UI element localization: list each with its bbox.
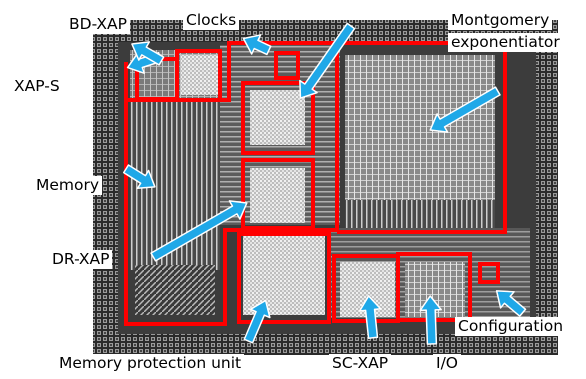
dr-xap-logic-blob	[250, 168, 305, 223]
mpu-logic-area	[243, 235, 325, 315]
memory-lower-area	[135, 265, 215, 315]
label-xap-s: XAP-S	[11, 77, 63, 96]
label-montgomery-line1: Montgomery	[448, 11, 552, 30]
dsp-logic-blob	[250, 90, 305, 145]
bd-xap-logic-blob	[181, 55, 218, 95]
montgomery-lower-strip	[345, 200, 495, 228]
label-io: I/O	[433, 354, 461, 373]
label-sc-xap: SC-XAP	[329, 354, 391, 373]
label-memory: Memory	[33, 176, 102, 195]
label-dr-xap: DR-XAP	[49, 250, 112, 269]
label-configuration: Configuration	[455, 317, 566, 336]
label-clocks: Clocks	[183, 11, 239, 30]
label-bd-xap: BD-XAP	[66, 15, 130, 34]
label-montgomery-line2: exponentiator	[448, 33, 563, 52]
label-memory-protection-unit: Memory protection unit	[56, 354, 244, 373]
montgomery-logic-area	[345, 55, 495, 200]
